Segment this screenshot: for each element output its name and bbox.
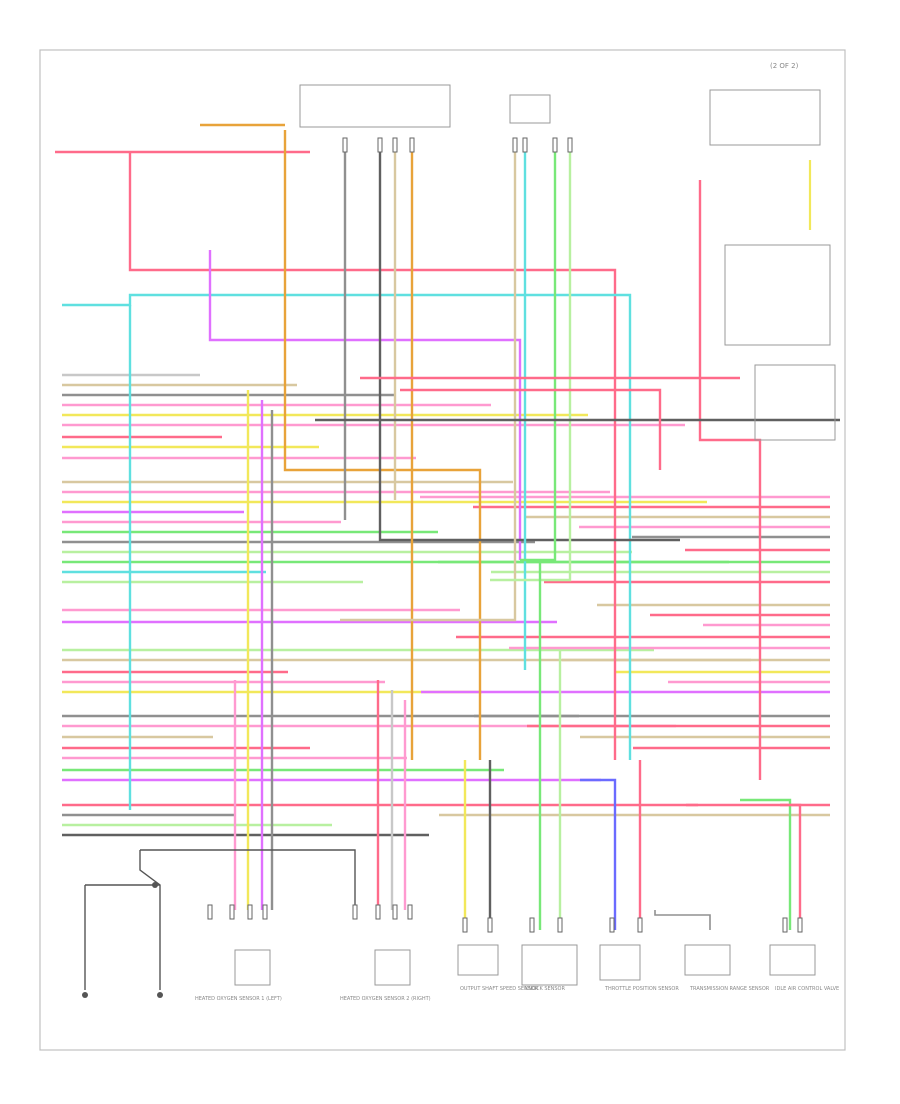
connector-pin: [342, 137, 348, 153]
sensor-wire: [580, 778, 617, 930]
signal-wire: [490, 150, 572, 582]
signal-wire: [520, 150, 557, 562]
sensor-wire: [780, 803, 802, 930]
sensor-wire: [654, 910, 711, 930]
connector-pin: [609, 917, 615, 933]
component-labels: HEATED OXYGEN SENSOR 1 (LEFT) HEATED OXYG…: [195, 986, 839, 1002]
sensor-wire: [740, 798, 792, 930]
connector-pin: [552, 137, 558, 153]
ground-point: [157, 992, 163, 998]
connector-pin: [522, 137, 528, 153]
signal-wire: [62, 293, 632, 760]
connector-pin: [352, 904, 358, 920]
connector-pin: [229, 904, 235, 920]
connector-pin: [782, 917, 788, 933]
connector-pin: [392, 904, 398, 920]
range-sensor-box: [684, 944, 731, 976]
page-indicator: (2 OF 2): [770, 62, 799, 70]
signal-wire: [208, 250, 522, 560]
components: [82, 84, 836, 998]
connector-pin: [462, 917, 468, 933]
relay-box: [509, 94, 551, 124]
connector-pin: [392, 137, 398, 153]
connector-pin: [207, 904, 213, 920]
diagram-border: [39, 49, 846, 1051]
connector-pin: [797, 917, 803, 933]
o2-sensor-1-box: [234, 949, 271, 986]
component-label: KNOCK SENSOR: [525, 986, 565, 992]
connector-pin: [375, 904, 381, 920]
component-label: IDLE AIR CONTROL VALVE: [775, 986, 839, 992]
signal-wire: [698, 180, 762, 780]
power-wire: [128, 152, 617, 760]
connector-pin: [529, 917, 535, 933]
pcm-module-box: [299, 84, 451, 128]
o2-sensor-2-box: [374, 949, 411, 986]
signal-wire: [283, 130, 482, 760]
component-label: HEATED OXYGEN SENSOR 2 (RIGHT): [340, 996, 431, 1002]
signal-wire: [400, 388, 662, 470]
ignition-switch-box: [709, 89, 821, 146]
output-shaft-sensor-box: [457, 944, 499, 976]
module-box-right: [754, 364, 836, 441]
connector-pin: [262, 904, 268, 920]
connector-pin: [637, 917, 643, 933]
connector-pin: [487, 917, 493, 933]
connector-pin: [409, 137, 415, 153]
connector-pin: [247, 904, 253, 920]
splice-dot: [152, 882, 158, 888]
connector-pin: [377, 137, 383, 153]
connector-pin: [512, 137, 518, 153]
connector-pin: [567, 137, 573, 153]
ground-wire: [139, 850, 161, 990]
component-label: TRANSMISSION RANGE SENSOR: [689, 986, 770, 992]
component-label: OUTPUT SHAFT SPEED SENSOR: [460, 986, 539, 992]
wires: [55, 123, 840, 990]
component-label: THROTTLE POSITION SENSOR: [604, 986, 679, 992]
knock-sensor-box: [521, 944, 578, 986]
connector-pin: [557, 917, 563, 933]
signal-wire: [340, 150, 517, 622]
signal-wire: [378, 150, 680, 542]
iac-box: [769, 944, 816, 976]
connector-pin: [407, 904, 413, 920]
distributor-box: [724, 244, 831, 346]
ground-wire: [140, 849, 356, 910]
tps-box: [599, 944, 641, 981]
component-label: HEATED OXYGEN SENSOR 1 (LEFT): [195, 996, 282, 1002]
ground-point: [82, 992, 88, 998]
